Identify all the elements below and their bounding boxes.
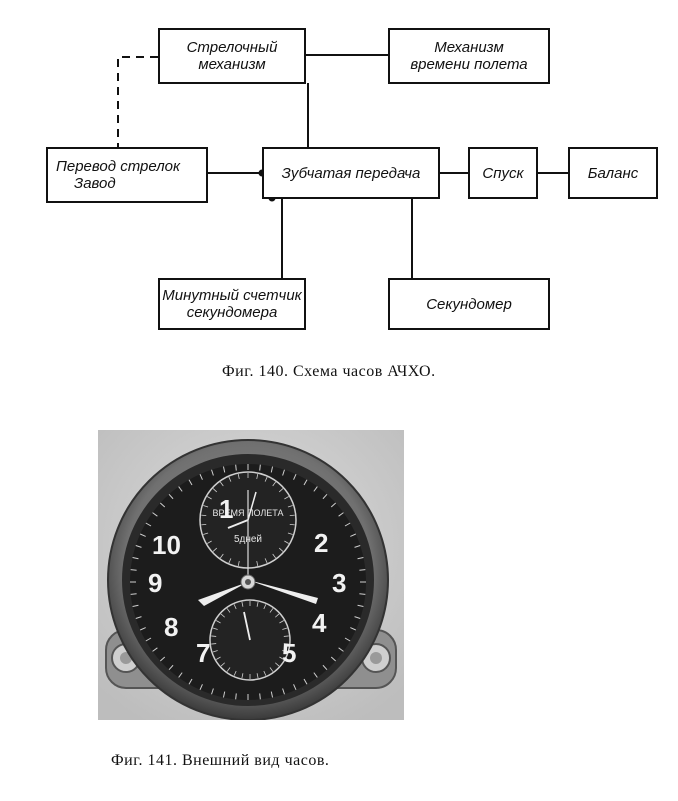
box-minute-counter: Минутный счетчик секундомера (158, 278, 306, 330)
box-stopwatch: Секундомер (388, 278, 550, 330)
dial-number-4: 4 (312, 608, 327, 638)
box-gear-train: Зубчатая передача (262, 147, 440, 199)
box-flight-time-mechanism: Механизм времени полета (388, 28, 550, 84)
minute-hand (248, 580, 318, 604)
box-escapement: Спуск (468, 147, 538, 199)
box-arrow-mechanism: Стрелочный механизм (158, 28, 306, 84)
figure-140-caption: Фиг. 140. Схема часов АЧХО. (222, 363, 436, 380)
dial-number-7: 7 (196, 638, 210, 668)
dial-number-1: 1 (219, 494, 233, 524)
box-hands-setting-winding: Перевод стрелок Завод (46, 147, 208, 203)
diagram-connectors (117, 54, 568, 278)
dial-number-8: 8 (164, 612, 178, 642)
hour-hand (198, 582, 248, 606)
dial-number-5: 5 (282, 638, 296, 668)
dial-ticks (130, 464, 366, 700)
dial-number-10: 10 (152, 530, 181, 560)
dial-number-9: 9 (148, 568, 162, 598)
figure-141-caption: Фиг. 141. Внешний вид часов. (111, 752, 330, 769)
clock-photo: ВРЕМЯ ПОЛЕТА 5дней 1 2 3 4 5 7 8 9 10 (98, 430, 404, 720)
dial-number-3: 3 (332, 568, 346, 598)
dial-number-2: 2 (314, 528, 328, 558)
box-balance: Баланс (568, 147, 658, 199)
